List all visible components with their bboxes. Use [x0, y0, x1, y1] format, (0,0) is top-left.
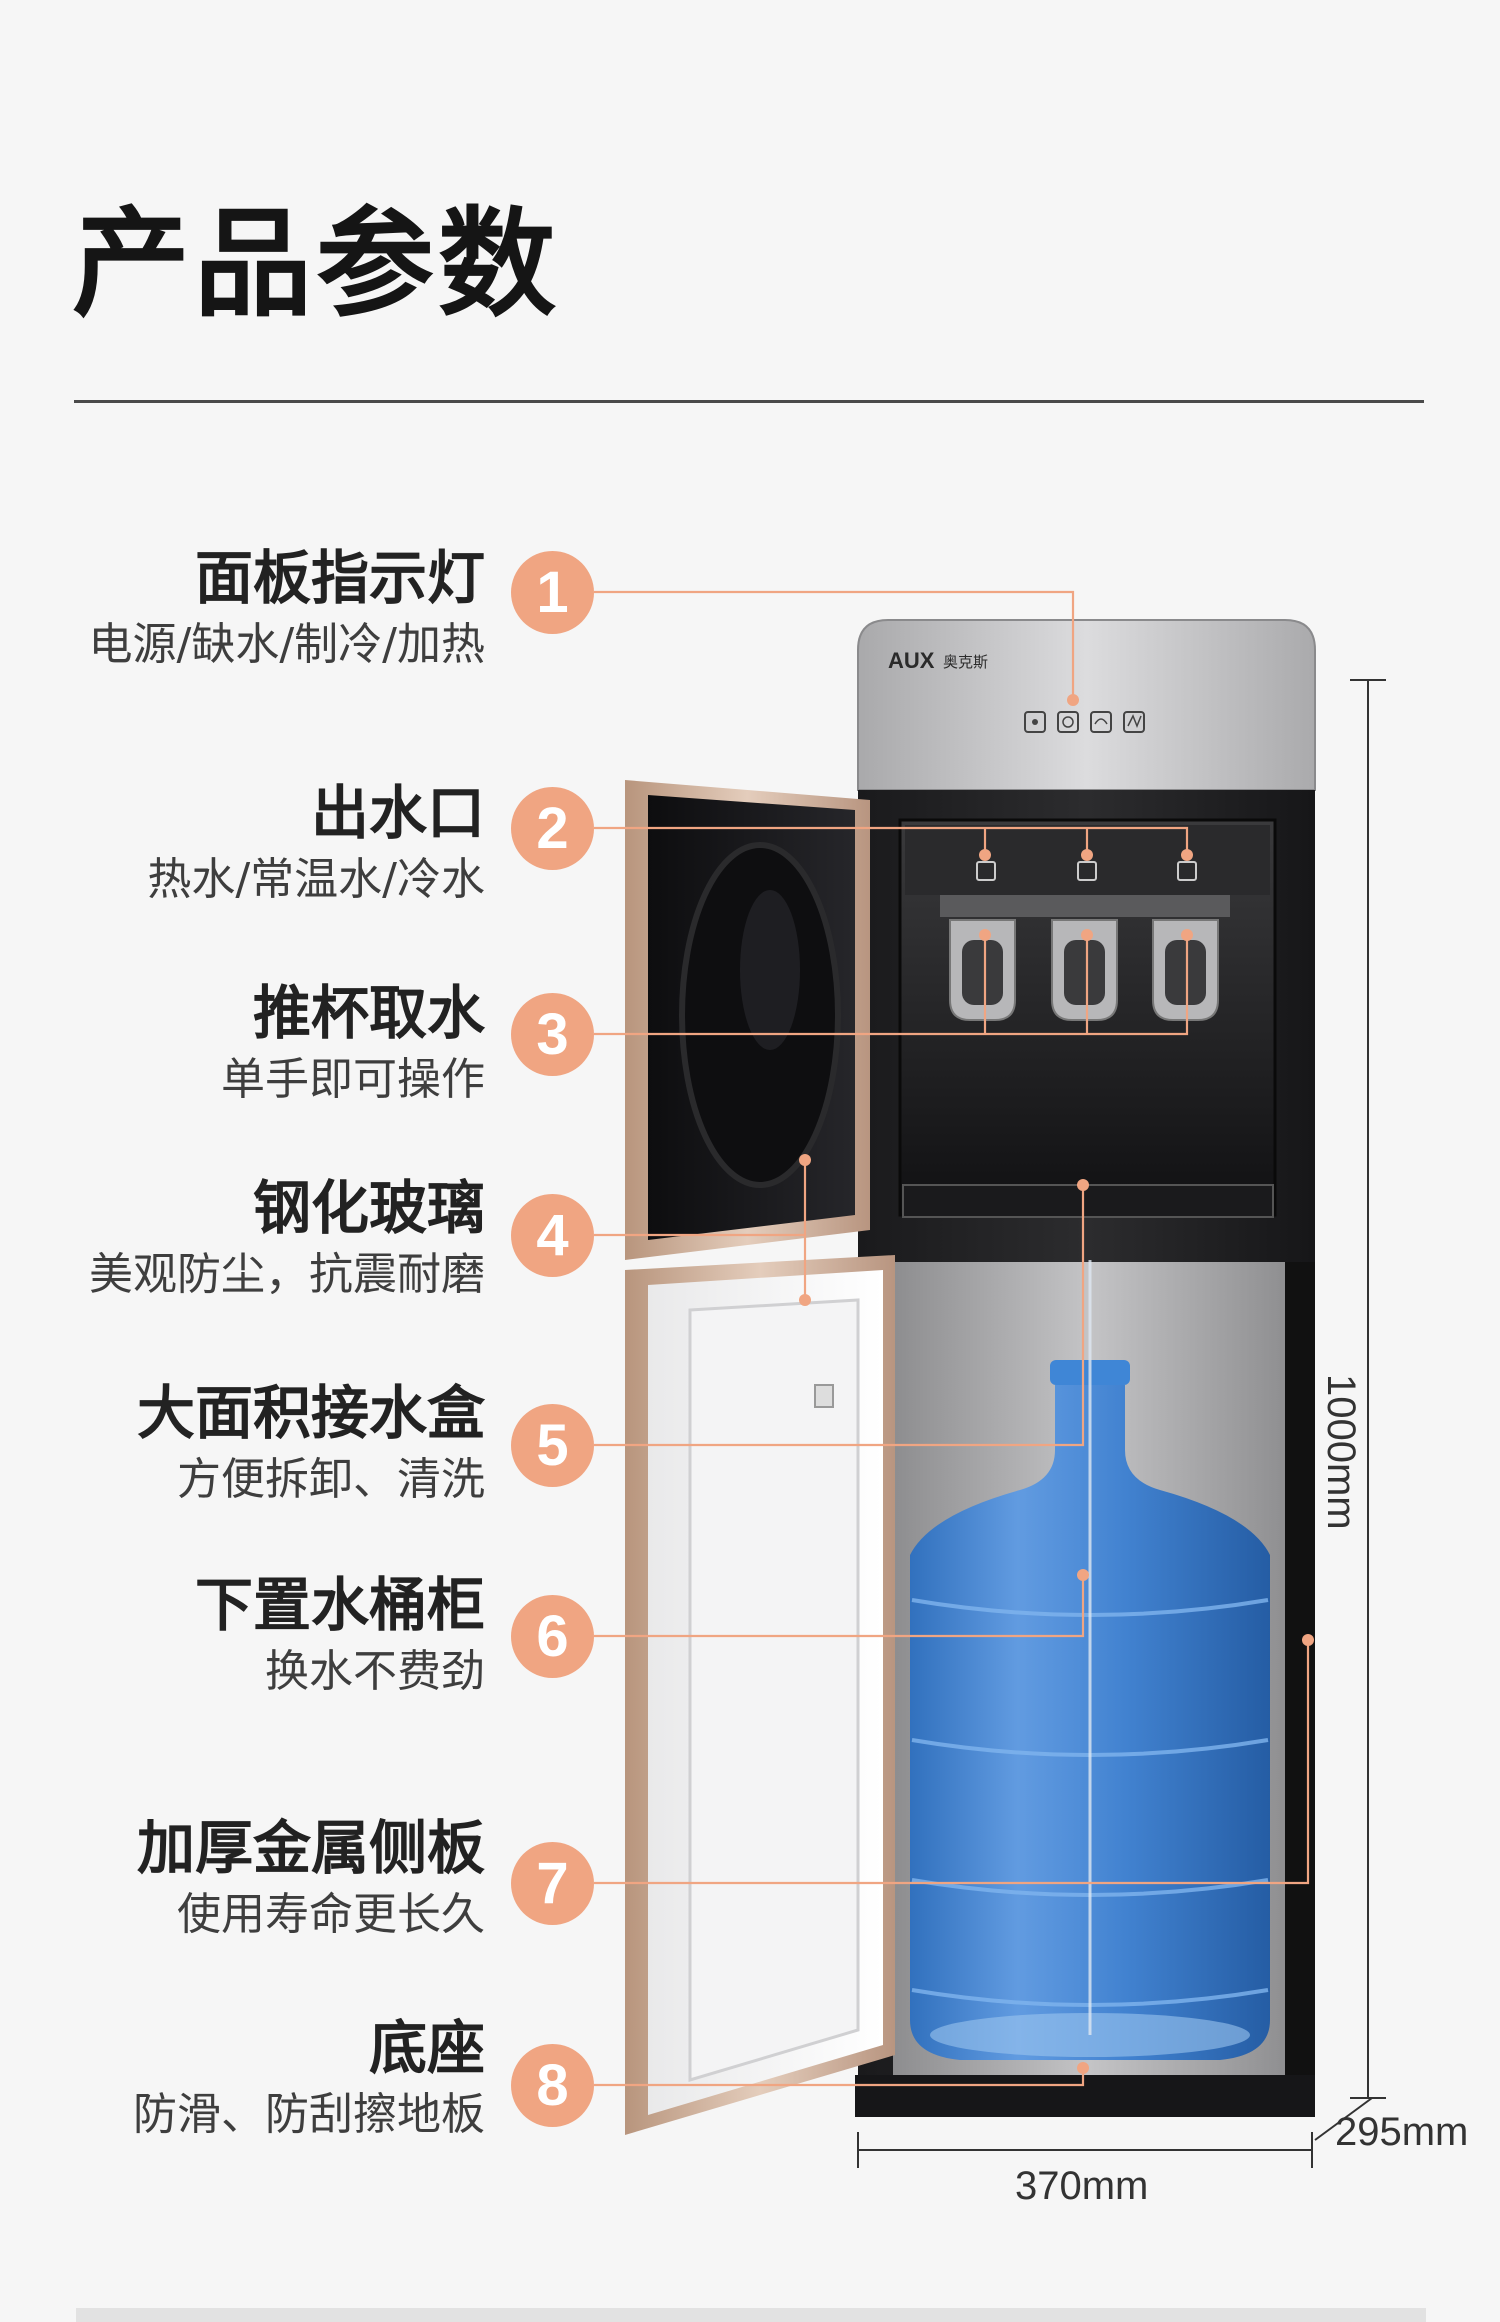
base — [855, 2075, 1315, 2117]
feature-5: 大面积接水盒 方便拆卸、清洗 — [137, 1380, 485, 1508]
feature-1: 面板指示灯 电源/缺水/制冷/加热 — [89, 545, 485, 673]
leader-dots — [799, 694, 1314, 2074]
feature-subtitle: 美观防尘，抗震耐磨 — [89, 1248, 485, 1300]
feature-subtitle: 电源/缺水/制冷/加热 — [88, 618, 485, 670]
normal-tap-icon — [1077, 861, 1097, 881]
feature-title: 下置水桶柜 — [194, 1571, 485, 1639]
width-dimension-label: 370mm — [1015, 2164, 1149, 2208]
badge-2: 2 — [511, 787, 594, 870]
feature-title: 加厚金属侧板 — [136, 1814, 485, 1882]
feature-2: 出水口 热水/常温水/冷水 — [147, 780, 485, 908]
brand-logo: AUX — [888, 648, 935, 673]
feature-title: 底座 — [368, 2014, 485, 2082]
feature-4: 钢化玻璃 美观防尘，抗震耐磨 — [89, 1175, 485, 1303]
feature-3: 推杯取水 单手即可操作 — [221, 980, 485, 1108]
feature-7: 加厚金属侧板 使用寿命更长久 — [137, 1815, 485, 1943]
title-divider — [74, 400, 1424, 403]
heating-indicator-icon — [1123, 711, 1145, 733]
badge-6: 6 — [511, 1595, 594, 1678]
feature-title: 大面积接水盒 — [136, 1379, 485, 1447]
badge-5: 5 — [511, 1404, 594, 1487]
feature-subtitle: 热水/常温水/冷水 — [147, 853, 485, 905]
badge-1: 1 — [511, 551, 594, 634]
feature-8: 底座 防滑、防刮擦地板 — [133, 2015, 485, 2143]
top-panel — [857, 619, 1316, 791]
drip-tray — [902, 1184, 1274, 1218]
badge-3: 3 — [511, 993, 594, 1076]
feature-title: 推杯取水 — [252, 979, 485, 1047]
dimension-lines — [857, 679, 1386, 2168]
cold-tap-icon — [1177, 861, 1197, 881]
feature-title: 面板指示灯 — [194, 544, 485, 612]
badge-8: 8 — [511, 2044, 594, 2127]
feature-subtitle: 换水不费劲 — [265, 1645, 485, 1697]
feature-subtitle: 使用寿命更长久 — [177, 1888, 485, 1940]
cooling-indicator-icon — [1090, 711, 1112, 733]
brand-logo-cn: 奥克斯 — [943, 653, 988, 671]
feature-subtitle: 防滑、防刮擦地板 — [133, 2088, 485, 2140]
page-title: 产品参数 — [72, 195, 561, 333]
feature-subtitle: 方便拆卸、清洗 — [177, 1453, 485, 1505]
feature-6: 下置水桶柜 换水不费劲 — [195, 1572, 485, 1700]
next-section-strip — [76, 2308, 1426, 2322]
feature-title: 钢化玻璃 — [252, 1174, 485, 1242]
badge-7: 7 — [511, 1842, 594, 1925]
feature-subtitle: 单手即可操作 — [221, 1053, 485, 1105]
low-water-indicator-icon — [1057, 711, 1079, 733]
feature-title: 出水口 — [310, 779, 485, 847]
height-dimension-label: 1000mm — [1319, 1374, 1363, 1530]
water-bottle — [910, 1260, 1270, 2060]
power-indicator-icon — [1024, 711, 1046, 733]
badge-4: 4 — [511, 1194, 594, 1277]
depth-dimension-label: 295mm — [1335, 2110, 1469, 2154]
hot-tap-icon — [976, 861, 996, 881]
